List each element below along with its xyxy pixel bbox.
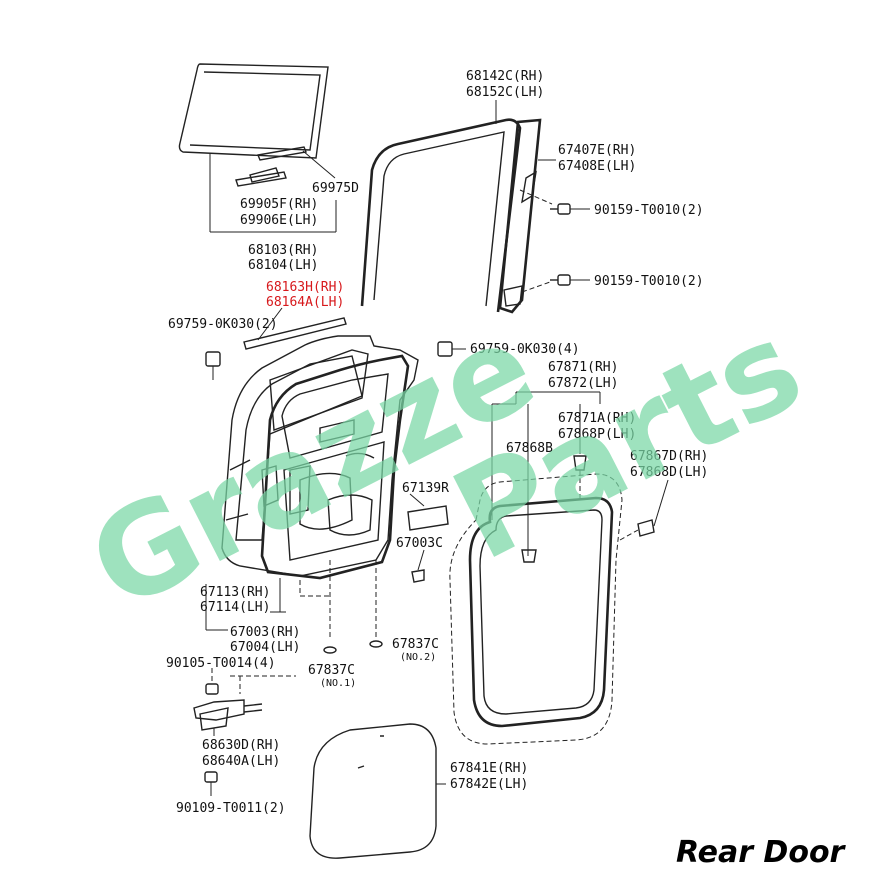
label-67003: 67003(RH) xyxy=(230,625,300,640)
part-labels: 69975D 69905F(RH) 69906E(LH) 68103(RH) 6… xyxy=(166,69,708,816)
glass-channel-strips xyxy=(235,146,336,187)
clip-67871a xyxy=(573,455,587,498)
watermark: Grazze Parts xyxy=(68,295,823,639)
label-67837c-no2: 67837C xyxy=(392,637,439,652)
clip-67867d xyxy=(619,479,669,541)
label-67868d: 67868D(LH) xyxy=(630,465,708,480)
label-67867d: 67867D(RH) xyxy=(630,449,708,464)
label-90105: 90105-T0014(4) xyxy=(166,656,276,671)
label-67114: 67114(LH) xyxy=(200,600,270,615)
label-67868b: 67868B xyxy=(506,441,553,456)
label-69759-left: 69759-0K030(2) xyxy=(168,317,278,332)
clip-69759-right xyxy=(437,341,466,357)
belt-weatherstrip xyxy=(243,307,347,350)
run-channel xyxy=(498,118,556,314)
label-68152c: 68152C(LH) xyxy=(466,85,544,100)
label-69759-right: 69759-0K030(4) xyxy=(470,342,580,357)
label-67871a: 67871A(RH) xyxy=(558,411,636,426)
label-69905f: 69905F(RH) xyxy=(240,197,318,212)
label-67139r: 67139R xyxy=(402,481,449,496)
diagram-caption: Rear Door xyxy=(676,835,847,870)
glass-leader-bracket xyxy=(209,153,337,233)
label-67113: 67113(RH) xyxy=(200,585,270,600)
plug-67837c-no2 xyxy=(369,640,383,648)
label-no2: (NO.2) xyxy=(400,652,436,663)
label-no1: (NO.1) xyxy=(320,678,356,689)
line-art xyxy=(178,63,669,859)
service-hole-cover xyxy=(309,723,446,859)
label-90159-upper: 90159-T0010(2) xyxy=(594,203,704,218)
label-67003c: 67003C xyxy=(396,536,443,551)
label-67841e: 67841E(RH) xyxy=(450,761,528,776)
clip-69759-left xyxy=(205,351,221,380)
pad-67139r xyxy=(407,493,449,531)
door-check xyxy=(193,668,296,796)
plug-67003c xyxy=(411,549,425,583)
label-68103: 68103(RH) xyxy=(248,243,318,258)
plug-67837c-no1 xyxy=(323,646,337,654)
label-68630d: 68630D(RH) xyxy=(202,738,280,753)
door-frame-weatherstrip xyxy=(360,100,522,313)
label-90109: 90109-T0011(2) xyxy=(176,801,286,816)
label-68104: 68104(LH) xyxy=(248,258,318,273)
door-opening-seal xyxy=(468,496,614,728)
label-67872: 67872(LH) xyxy=(548,376,618,391)
label-69975d: 69975D xyxy=(312,181,359,196)
label-69906e: 69906E(LH) xyxy=(240,213,318,228)
label-67842e: 67842E(LH) xyxy=(450,777,528,792)
door-panel-outer xyxy=(221,335,419,577)
label-67004: 67004(LH) xyxy=(230,640,300,655)
door-inner-frame xyxy=(260,354,410,580)
bolt-90159-upper xyxy=(519,189,590,215)
label-68640a: 68640A(LH) xyxy=(202,754,280,769)
label-67408e: 67408E(LH) xyxy=(558,159,636,174)
label-67837c-no1: 67837C xyxy=(308,663,355,678)
label-90159-lower: 90159-T0010(2) xyxy=(594,274,704,289)
door-glass xyxy=(178,63,329,159)
handle-leaders xyxy=(205,560,377,640)
label-68164a: 68164A(LH) xyxy=(266,295,344,310)
bolt-90159-lower xyxy=(521,274,590,293)
label-68142c: 68142C(RH) xyxy=(466,69,544,84)
label-68163h: 68163H(RH) xyxy=(266,280,344,295)
body-opening-outline xyxy=(449,473,623,745)
clip-67868b xyxy=(521,549,537,563)
label-67407e: 67407E(RH) xyxy=(558,143,636,158)
label-67871: 67871(RH) xyxy=(548,360,618,375)
seal-leader-bracket xyxy=(491,391,601,556)
label-67868p: 67868P(LH) xyxy=(558,427,636,442)
